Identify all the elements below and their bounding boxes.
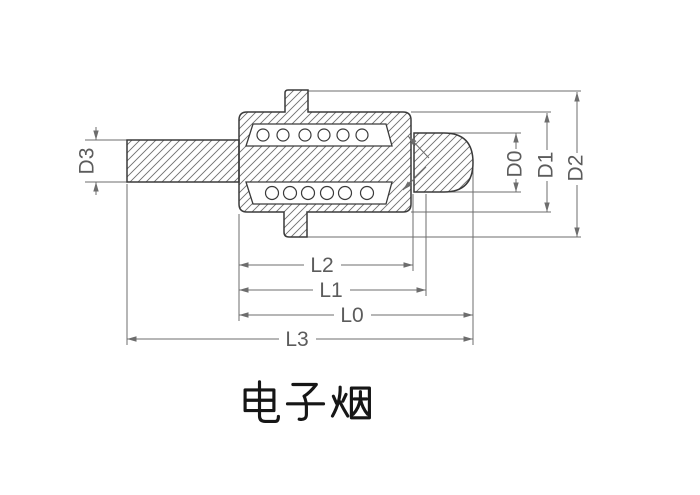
dimension-d3: D3 <box>76 127 99 195</box>
lower-holes <box>264 185 375 201</box>
hole <box>337 185 353 201</box>
corner-leader-arrow-bottom <box>402 166 427 191</box>
dimension-d2: D2 <box>565 92 588 237</box>
l3-label: L3 <box>285 328 308 351</box>
lower-channel <box>245 181 393 205</box>
drawing-title <box>243 380 371 423</box>
dimension-l1: L1 <box>239 279 426 302</box>
upper-holes <box>256 128 369 142</box>
hole <box>256 128 270 142</box>
hole <box>359 185 375 201</box>
l0-label: L0 <box>340 304 363 327</box>
char-yan <box>330 385 371 420</box>
d2-label: D2 <box>565 155 588 182</box>
hole <box>336 128 350 142</box>
end-cap-dome <box>413 132 474 193</box>
hole <box>282 185 298 201</box>
l1-label: L1 <box>319 279 342 302</box>
hole <box>276 128 290 142</box>
dimension-d0: D0 <box>504 133 527 192</box>
d0-label: D0 <box>504 151 527 178</box>
dimension-l2: L2 <box>239 254 413 277</box>
hole <box>264 185 280 201</box>
dimension-l3: L3 <box>127 328 473 351</box>
d3-label: D3 <box>76 148 99 175</box>
hole <box>319 185 335 201</box>
d1-label: D1 <box>535 152 558 179</box>
corner-leader-arrow-top <box>407 135 430 159</box>
l2-label: L2 <box>310 254 333 277</box>
stem-rod <box>126 139 240 183</box>
hole <box>298 128 312 142</box>
char-dian <box>243 380 280 423</box>
hole <box>317 128 331 142</box>
dimension-d1: D1 <box>535 113 558 212</box>
atomizer-body <box>238 89 412 238</box>
hole <box>300 185 316 201</box>
dimension-l0: L0 <box>239 304 473 327</box>
part-geometry <box>126 89 474 238</box>
char-zi <box>285 382 326 421</box>
hole <box>355 128 369 142</box>
